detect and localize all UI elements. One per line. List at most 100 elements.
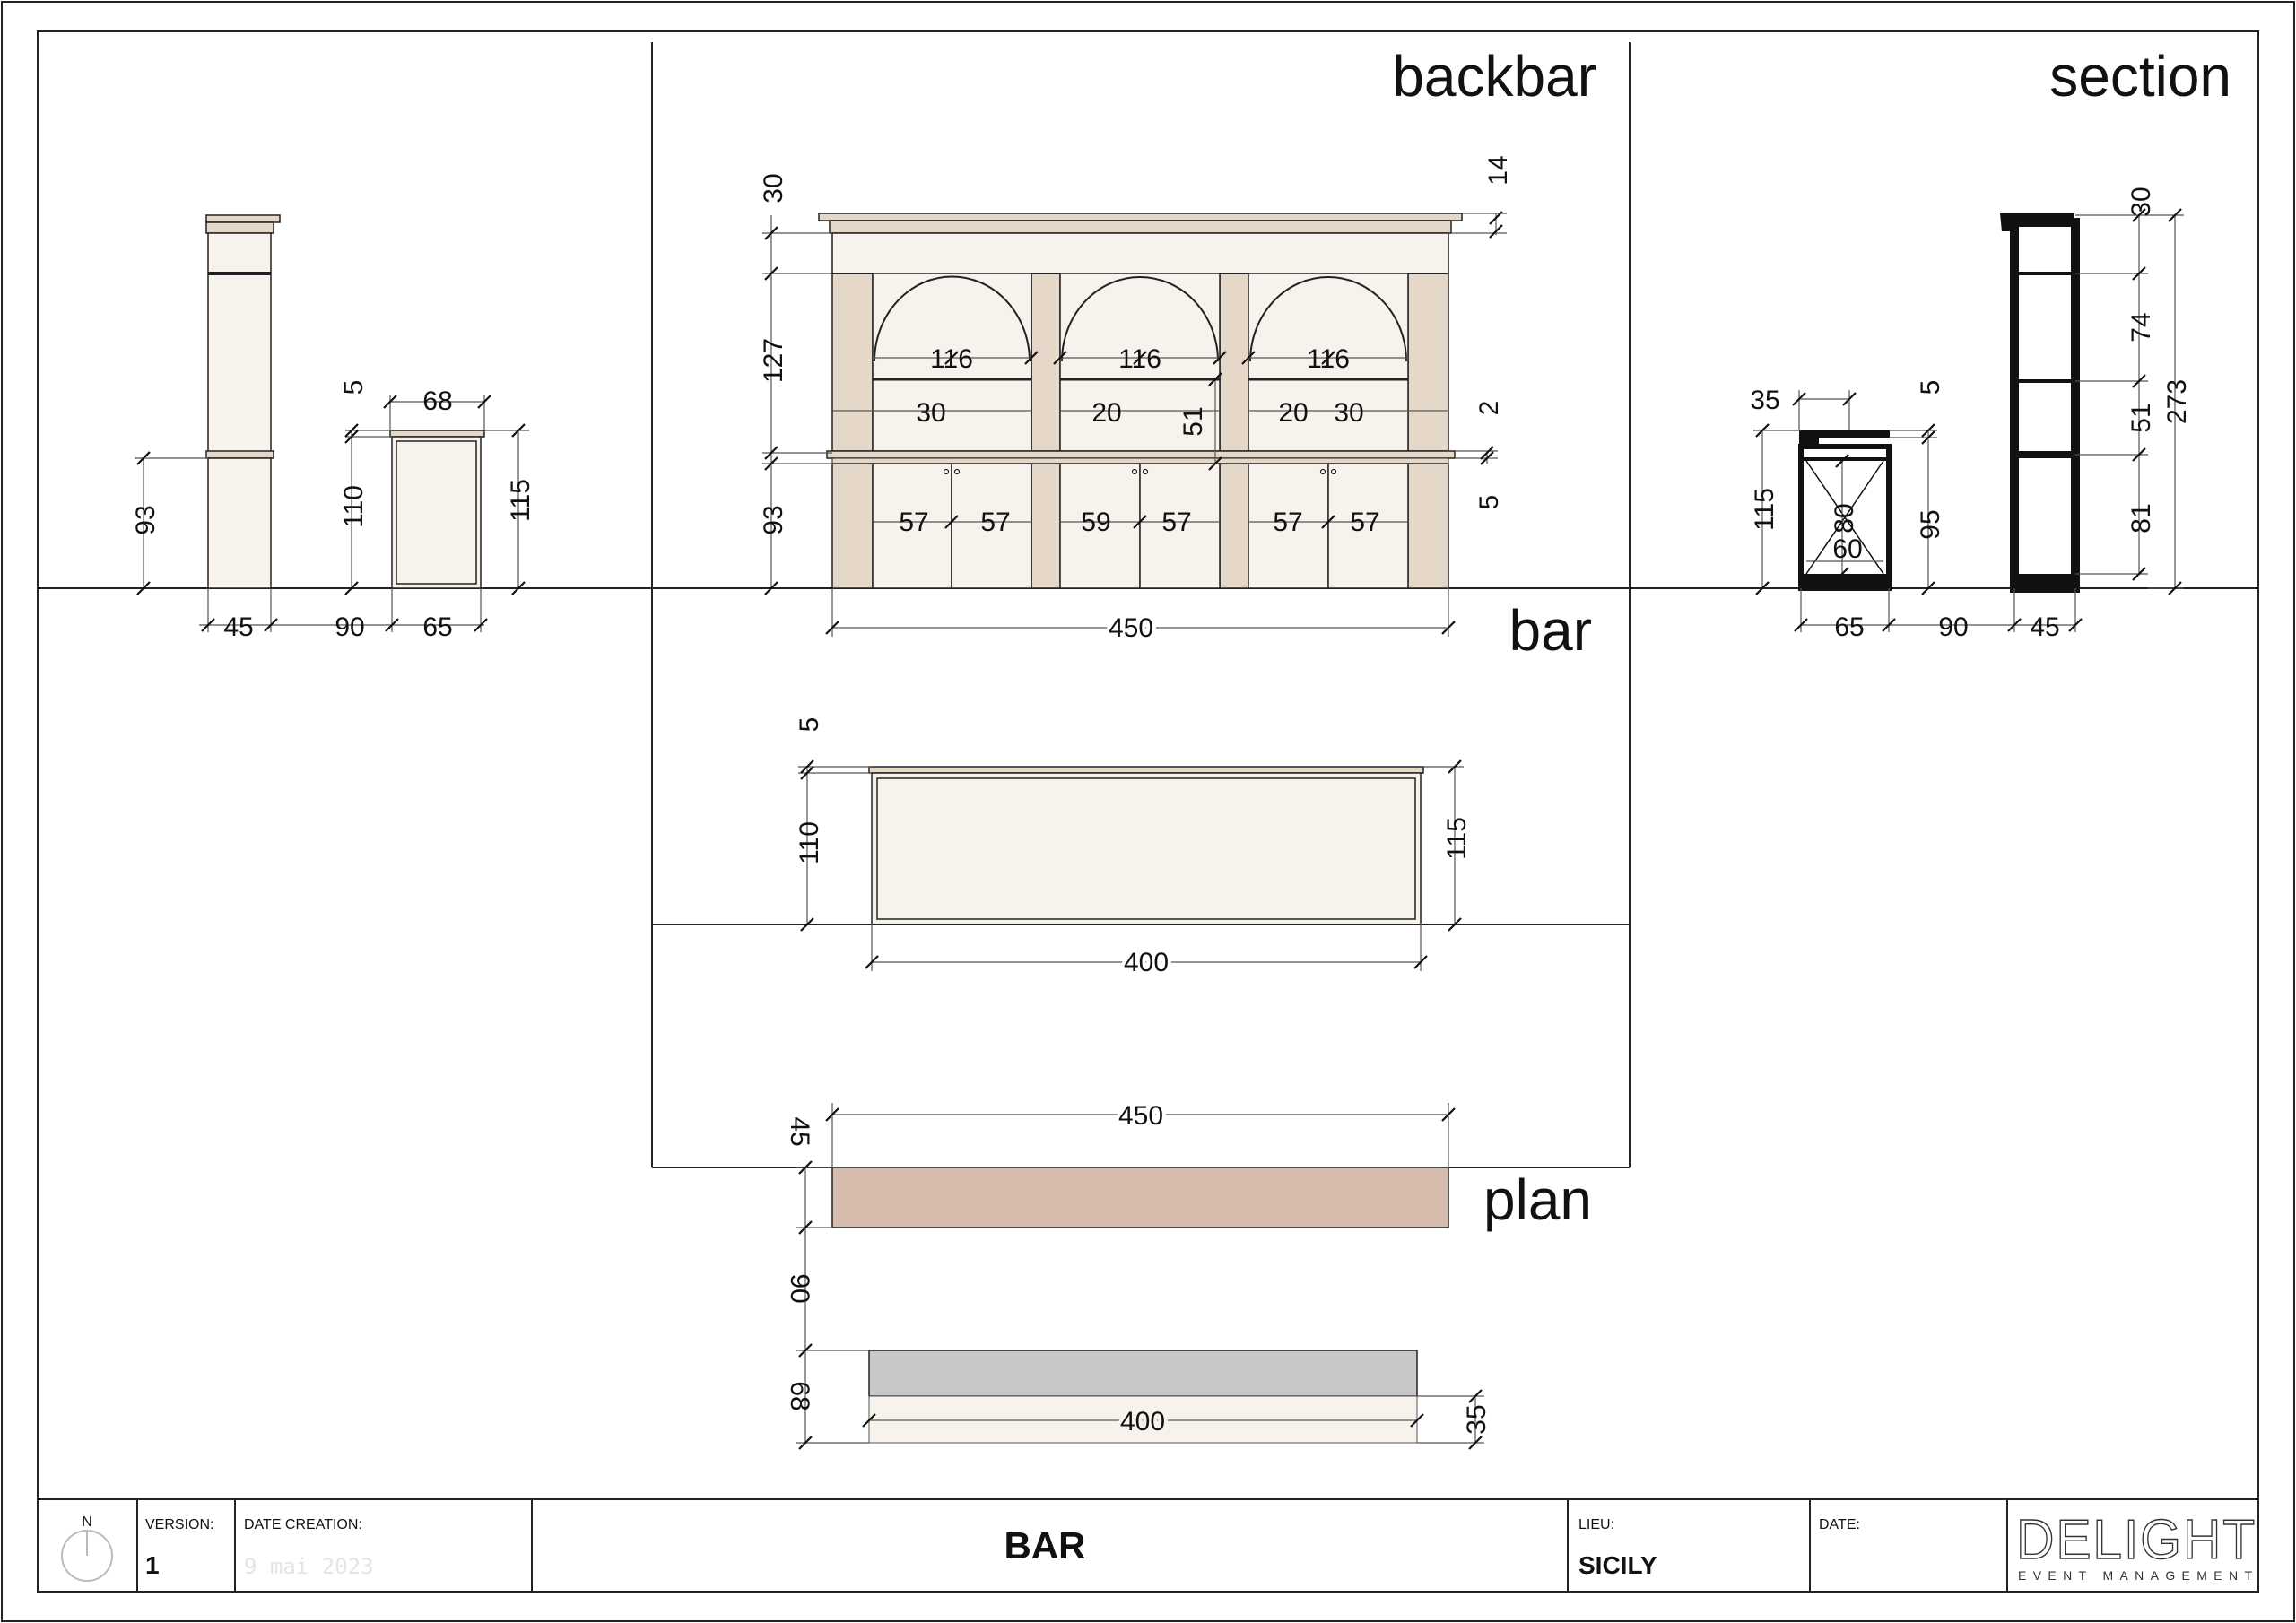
- backbar-pilaster-1: [831, 273, 874, 452]
- bar-front-elevation: 5 110 115 400: [795, 717, 1472, 981]
- dim-section-45: 45: [2030, 612, 2059, 642]
- dim-backbar-30-top: 30: [759, 173, 788, 203]
- north-label: N: [82, 1515, 92, 1530]
- dim-backbar-door-4: 57: [1161, 508, 1191, 537]
- dim-left-90: 90: [335, 612, 364, 642]
- dim-left-68: 68: [422, 386, 452, 416]
- dim-left-110: 110: [339, 485, 369, 528]
- dim-backbar-door-2: 57: [980, 508, 1010, 537]
- backbar-counter: [826, 450, 1456, 459]
- backbar-door-6: [1327, 463, 1409, 589]
- dim-plan-45: 45: [785, 1116, 814, 1146]
- dim-backbar-14: 14: [1483, 155, 1513, 185]
- dim-section-60: 60: [1832, 534, 1862, 564]
- date-creation-label: DATE CREATION:: [244, 1517, 362, 1532]
- dim-plan-90: 90: [785, 1273, 814, 1303]
- dim-backbar-door-1: 57: [899, 508, 928, 537]
- plan-bar-body: [868, 1395, 1418, 1444]
- section-backbar-body: [2010, 218, 2080, 593]
- dim-backbar-51: 51: [1178, 406, 1208, 436]
- backbar-door-2: [951, 463, 1032, 589]
- dim-backbar-shelf-b: 20: [1091, 398, 1121, 428]
- dim-section-30: 30: [2126, 187, 2156, 216]
- lieu-value: SICILY: [1578, 1551, 1657, 1579]
- dim-backbar-shelf-d: 30: [1334, 398, 1363, 428]
- dim-left-115: 115: [506, 479, 535, 522]
- dim-plan-450: 450: [1118, 1101, 1163, 1131]
- company-logo-sub: EVENT MANAGEMENT: [2018, 1568, 2256, 1583]
- section-view-title: section: [2049, 44, 2231, 108]
- backbar-arch-3: [1249, 276, 1407, 362]
- dim-section-95: 95: [1916, 509, 1945, 539]
- plan-bar-top: [868, 1350, 1418, 1397]
- dim-backbar-93: 93: [759, 505, 788, 534]
- backbar-frieze: [831, 232, 1449, 274]
- left-backbar-crown: [205, 221, 274, 234]
- dim-left-5: 5: [339, 380, 369, 395]
- bar-view-title: bar: [1509, 598, 1593, 663]
- dim-backbar-5: 5: [1474, 495, 1504, 510]
- dim-backbar-2: 2: [1474, 401, 1504, 416]
- bar-front-top: [868, 766, 1424, 774]
- date-creation-value: 9 mai 2023: [244, 1554, 374, 1579]
- dim-plan-400: 400: [1120, 1407, 1165, 1436]
- view-frames: [38, 42, 2258, 1168]
- left-bar-body: [391, 436, 482, 589]
- dim-backbar-shelf-c: 20: [1278, 398, 1308, 428]
- dim-section-65: 65: [1834, 612, 1864, 642]
- backbar-crown: [829, 220, 1452, 234]
- plan-view-title: plan: [1483, 1167, 1592, 1232]
- section-view: 35 5 115 95 80 60 65 90 45 30 74 51 81 2…: [1750, 187, 2192, 642]
- dim-bar-400: 400: [1124, 948, 1169, 977]
- dim-backbar-door-3: 59: [1081, 508, 1110, 537]
- plan-view: 450 45 90 68 400 35: [785, 1098, 1492, 1451]
- left-backbar-cornice: [205, 214, 281, 223]
- dim-backbar-total: 450: [1109, 613, 1153, 643]
- dim-section-90: 90: [1938, 612, 1968, 642]
- date-label: DATE:: [1819, 1517, 1860, 1532]
- company-logo-main: DELIGHT: [2016, 1509, 2257, 1571]
- north-arrow-icon: [61, 1530, 113, 1582]
- backbar-door-3: [1059, 463, 1141, 589]
- backbar-elevation: 30 127 93 14 2 5 51 116 116 116 30 20 20…: [759, 155, 1513, 647]
- dim-section-273: 273: [2162, 379, 2192, 424]
- dim-backbar-127: 127: [759, 338, 788, 383]
- dim-bar-5: 5: [795, 717, 824, 733]
- dim-backbar-door-5: 57: [1273, 508, 1302, 537]
- lieu-label: LIEU:: [1578, 1517, 1614, 1532]
- dim-backbar-arch-2: 116: [1118, 344, 1161, 374]
- project-title: BAR: [1004, 1524, 1086, 1567]
- title-block: N VERSION: 1 DATE CREATION: 9 mai 2023 B…: [37, 1498, 2259, 1593]
- dim-backbar-arch-3: 116: [1307, 344, 1350, 374]
- section-bar-top: [1799, 430, 1890, 447]
- backbar-arch-2: [1061, 276, 1219, 362]
- backbar-arch-1: [874, 275, 1031, 362]
- plan-backbar: [831, 1167, 1449, 1228]
- dim-bar-115: 115: [1442, 817, 1472, 860]
- dim-left-45: 45: [223, 612, 253, 642]
- dim-section-35: 35: [1750, 386, 1779, 415]
- dim-section-5: 5: [1916, 380, 1945, 395]
- dim-section-115: 115: [1750, 488, 1779, 531]
- backbar-cornice: [818, 213, 1463, 221]
- backbar-pilaster-4: [1407, 273, 1449, 452]
- dim-backbar-arch-1: 116: [930, 344, 973, 374]
- bar-front-body: [871, 772, 1422, 925]
- dim-bar-110: 110: [795, 821, 824, 864]
- left-side-elevation: 93 110 5 115 68 45 90 65: [131, 214, 535, 642]
- dim-backbar-shelf-a: 30: [916, 398, 945, 428]
- left-backbar-counter: [205, 450, 274, 459]
- dim-section-74: 74: [2126, 312, 2156, 342]
- backbar-door-1: [872, 463, 952, 589]
- left-backbar-body-lower: [207, 457, 272, 589]
- version-label: VERSION:: [145, 1517, 213, 1532]
- dim-left-93: 93: [131, 505, 161, 534]
- backbar-view-title: backbar: [1392, 44, 1596, 108]
- dim-left-65: 65: [422, 612, 452, 642]
- left-bar-top: [389, 430, 485, 438]
- dim-plan-35: 35: [1462, 1404, 1492, 1434]
- version-value: 1: [145, 1551, 160, 1579]
- backbar-door-4: [1139, 463, 1221, 589]
